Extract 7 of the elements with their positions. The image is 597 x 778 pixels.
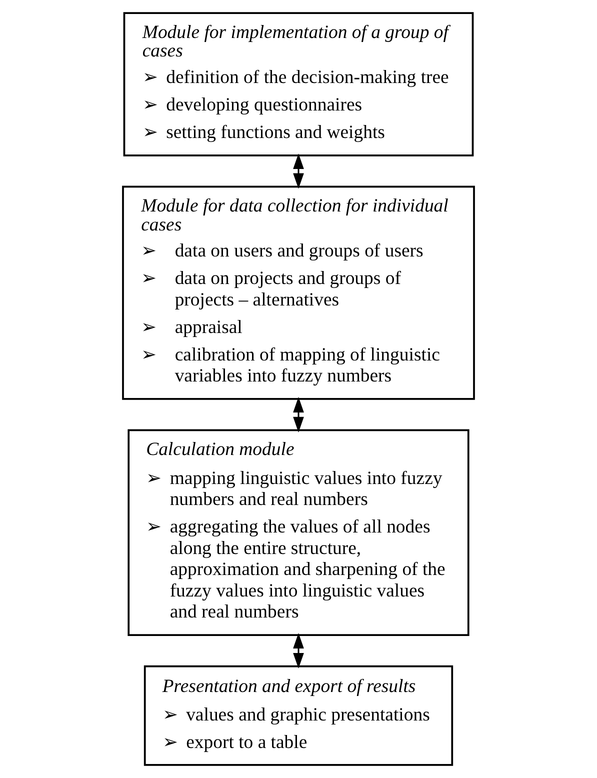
node-box: Calculation module ➢ mapping linguistic values into fuzzy numbers and real numbers ➢ aggregating the values of all nodes along the entire structure, approximation and sharpening of the fuzzy values into linguistic values and real numbers xyxy=(128,429,470,636)
arrow xyxy=(293,154,304,189)
arrow xyxy=(293,396,304,432)
arrow xyxy=(293,632,304,669)
node-box: Module for implementation of a group of cases ➢ definition of the decision-making tree ➢ developing questionnaires ➢ setting functions and weights xyxy=(123,12,474,156)
node-box: Module for data collection for individual cases ➢ data on users and groups of users ➢ data on projects and groups of projects – alternatives ➢ appraisal ➢ calibration of mapping of linguistic variables into fuzzy numbers xyxy=(122,186,475,400)
node-box: Presentation and export of results ➢ values and graphic presentations ➢ export to a table xyxy=(144,665,454,766)
